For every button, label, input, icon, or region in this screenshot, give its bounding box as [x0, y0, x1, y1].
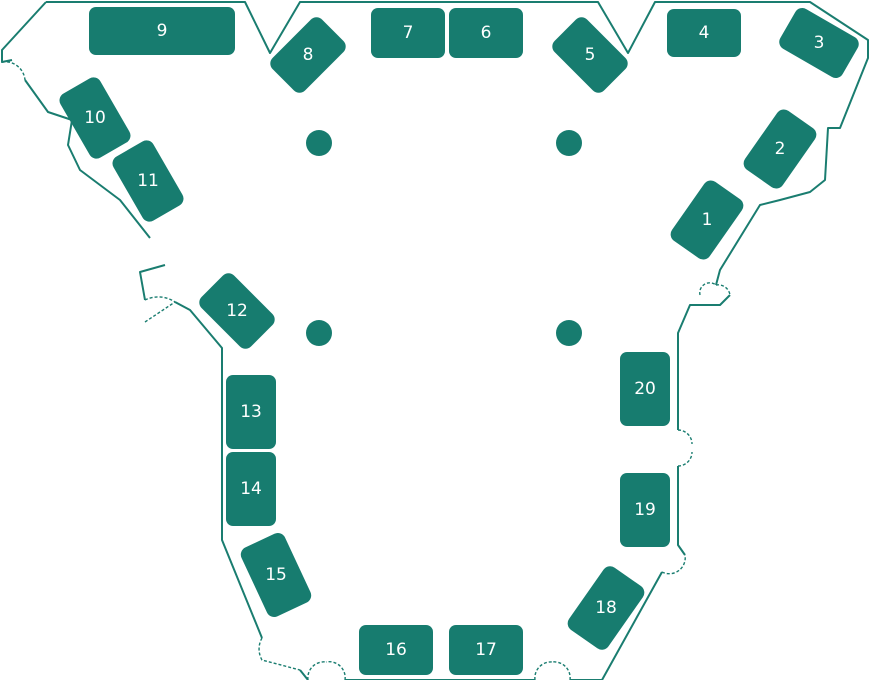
door-left-top	[1, 61, 26, 81]
booth-label: 20	[634, 379, 656, 399]
booth-8[interactable]: 8	[267, 14, 349, 96]
booth-label: 6	[481, 23, 492, 43]
booth-13[interactable]: 13	[226, 375, 276, 449]
booth-11[interactable]: 11	[110, 137, 187, 224]
booth-2[interactable]: 2	[741, 106, 820, 191]
door-right-lower	[661, 554, 686, 575]
booth-label: 11	[137, 171, 159, 191]
booth-label: 1	[702, 210, 713, 230]
door-bottom-left	[307, 660, 346, 680]
booth-label: 14	[240, 479, 262, 499]
booth-12[interactable]: 12	[196, 270, 278, 352]
booth-6[interactable]: 6	[449, 8, 523, 58]
booth-7[interactable]: 7	[371, 8, 445, 58]
booth-label: 9	[157, 21, 168, 41]
pillar	[306, 130, 332, 156]
booth-10[interactable]: 10	[57, 74, 134, 161]
booth-label: 2	[775, 139, 786, 159]
booth-3[interactable]: 3	[776, 5, 861, 81]
booth-19[interactable]: 19	[620, 473, 670, 547]
booth-label: 19	[634, 500, 656, 520]
booth-label: 7	[403, 23, 414, 43]
booth-4[interactable]: 4	[667, 9, 741, 57]
booth-9[interactable]: 9	[89, 7, 235, 55]
door-right-middle	[677, 429, 693, 467]
booth-label: 16	[385, 640, 407, 660]
door-bottom-right	[534, 661, 571, 680]
booth-label: 15	[265, 565, 287, 585]
door-right-upper	[699, 282, 731, 296]
booth-17[interactable]: 17	[449, 625, 523, 675]
booth-label: 5	[585, 45, 596, 65]
booth-label: 8	[303, 45, 314, 65]
booth-5[interactable]: 5	[549, 14, 631, 96]
booth-label: 3	[814, 33, 825, 53]
pillar	[556, 130, 582, 156]
door-bottom-corner	[258, 637, 301, 671]
booth-1[interactable]: 1	[668, 177, 747, 262]
booth-20[interactable]: 20	[620, 352, 670, 426]
booth-15[interactable]: 15	[238, 530, 314, 619]
booth-label: 10	[84, 108, 106, 128]
door-left-middle	[144, 296, 176, 323]
booth-18[interactable]: 18	[565, 563, 648, 653]
booth-label: 17	[475, 640, 497, 660]
booth-14[interactable]: 14	[226, 452, 276, 526]
pillar	[556, 320, 582, 346]
pillar	[306, 320, 332, 346]
booth-label: 18	[595, 598, 617, 618]
booth-16[interactable]: 16	[359, 625, 433, 675]
booth-label: 13	[240, 402, 262, 422]
booth-label: 12	[226, 301, 248, 321]
booth-label: 4	[699, 23, 710, 43]
